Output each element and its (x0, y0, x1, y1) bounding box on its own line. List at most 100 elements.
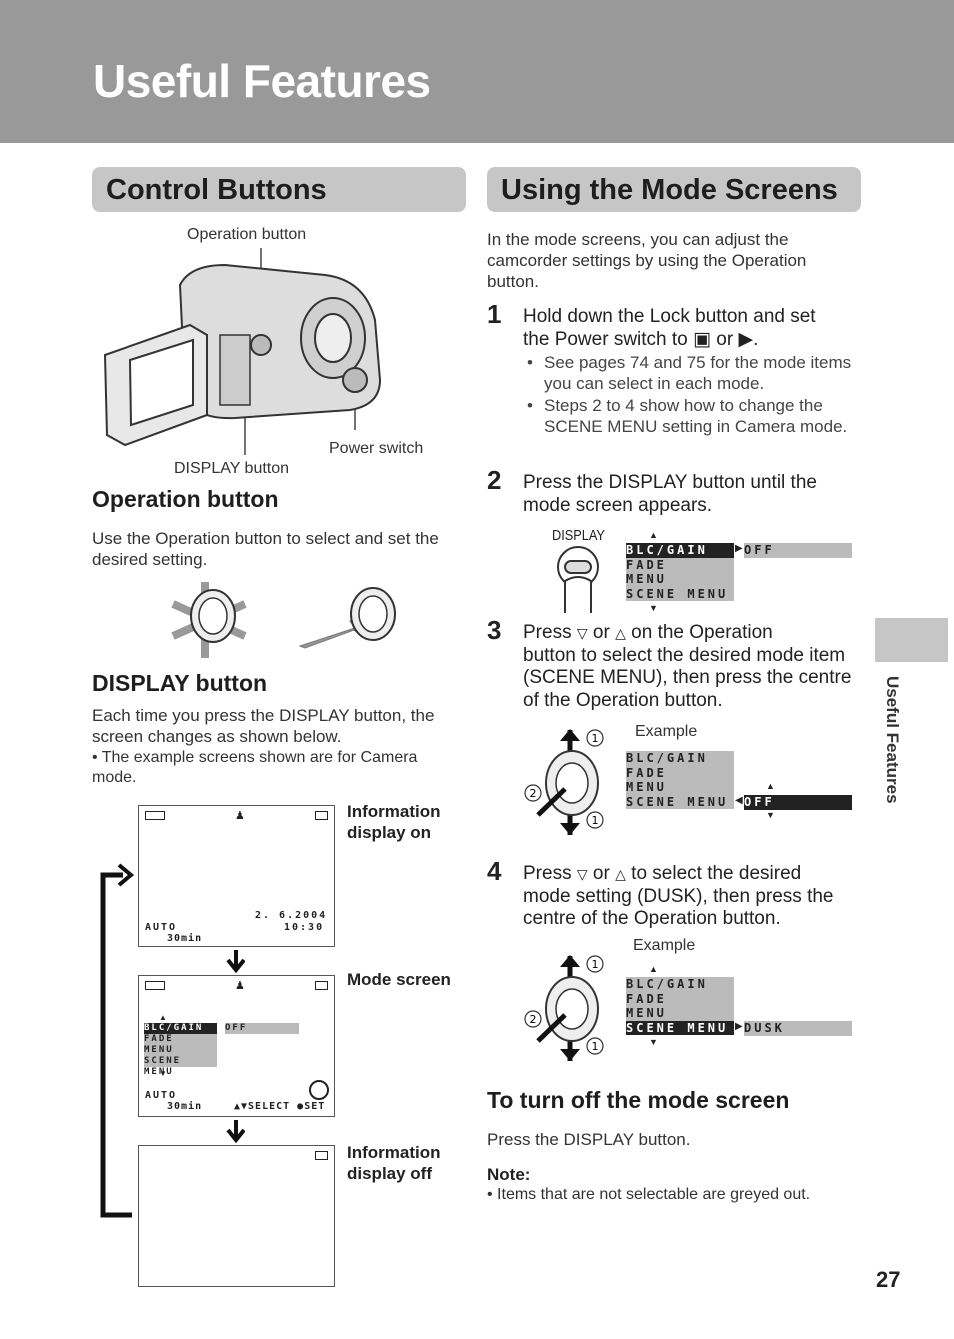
up-triangle-icon: △ (615, 625, 626, 641)
menu-item: SCENE MENU (626, 1020, 734, 1035)
page-title: Useful Features (93, 55, 431, 107)
step-1-bullets: •See pages 74 and 75 for the mode items … (527, 352, 857, 437)
mini-menu-value: OFF (225, 1023, 299, 1034)
step-1-line-a: Hold down the Lock button and set (523, 306, 816, 327)
or-text: or (592, 863, 610, 884)
menu-grey-block: FADE MENU SCENE MENU (626, 557, 734, 601)
mini-menu-item: BLC/GAIN (144, 1023, 217, 1034)
battery-icon (145, 981, 165, 990)
display-button-note: • The example screens shown are for Came… (92, 749, 418, 786)
screen-tape-time: 30min (167, 1101, 203, 1112)
down-triangle-icon: ▽ (576, 625, 588, 641)
menu-item: FADE (626, 557, 667, 572)
bullet-text: See pages 74 and 75 for the mode items y… (544, 353, 852, 393)
note-text: • Items that are not selectable are grey… (487, 1186, 811, 1203)
up-arrow-icon: ▲ (159, 1013, 167, 1022)
mini-menu-item: FADE (144, 1034, 174, 1044)
screen-cycle-arrow (100, 863, 245, 1218)
rest-text: to select the desired (631, 863, 802, 884)
playback-icon: ▶ (738, 328, 754, 350)
menu-item: BLC/GAIN (626, 543, 734, 558)
list-item: •Steps 2 to 4 show how to change the SCE… (527, 395, 857, 437)
display-button-text: Each time you press the DISPLAY button, … (92, 706, 435, 746)
rest-text: on the Operation (631, 622, 773, 643)
up-arrow-icon: ▲ (649, 964, 658, 974)
operation-press-illustration: 1 2 1 (524, 729, 604, 835)
menu-item: MENU (626, 1006, 667, 1020)
operation-button-text: Use the Operation button to select and s… (92, 529, 439, 569)
person-icon: ♟ (235, 810, 245, 822)
step-1-power-text: the Power switch to (523, 328, 688, 350)
list-item: •See pages 74 and 75 for the mode items … (527, 352, 857, 394)
step-4-line-1: Press ▽ or △ to select the desired (523, 863, 858, 886)
tape-icon (315, 811, 328, 820)
label-info-off: Information display off (347, 1143, 441, 1183)
menu-item: SCENE MENU (626, 794, 729, 809)
mode-intro: In the mode screens, you can adjust the … (487, 230, 807, 291)
operation-icon (309, 1080, 329, 1100)
svg-text:1: 1 (592, 732, 599, 745)
down-arrow-icon: ▼ (649, 1037, 658, 1047)
left-arrow-icon: ◀ (735, 795, 743, 806)
step-4-text: Press ▽ or △ to select the desired mode … (523, 863, 858, 931)
menu-item: FADE (626, 991, 667, 1006)
step-3-text: Press ▽ or △ on the Operation button to … (523, 622, 858, 712)
screen-auto: AUTO (145, 1090, 178, 1101)
up-arrow-icon: ▲ (649, 530, 658, 540)
step-1-or: or (716, 328, 734, 350)
person-icon: ♟ (235, 980, 245, 992)
screen-info-off (138, 1145, 335, 1287)
menu-grey-block: BLC/GAIN FADE MENU (626, 977, 734, 1021)
step-1-number: 1 (487, 299, 502, 329)
menu-step2: BLC/GAIN FADE MENU SCENE MENU (626, 543, 734, 601)
section-title: Using the Mode Screens (501, 174, 838, 206)
screen-time: 10:30 (284, 922, 325, 933)
control-buttons-header: Control Buttons (92, 167, 466, 212)
svg-text:2: 2 (530, 1013, 537, 1026)
menu-item: MENU (626, 780, 667, 794)
screen-mode: ♟ ▲ BLC/GAIN FADE MENU SCENE MENU ▼ OFF … (138, 975, 335, 1117)
menu-value: OFF (744, 543, 852, 558)
operation-press-illustration: 1 2 1 (524, 955, 604, 1061)
down-arrow-icon: ▼ (649, 603, 658, 613)
label-mode-screen: Mode screen (347, 970, 451, 989)
menu-grey-block: BLC/GAIN FADE MENU SCENE MENU (626, 751, 734, 809)
up-triangle-icon: △ (615, 866, 626, 882)
label-display-button: DISPLAY button (174, 460, 290, 477)
menu-item: BLC/GAIN (626, 751, 708, 765)
step-2-number: 2 (487, 465, 502, 495)
step-1-text: Hold down the Lock button and set the Po… (523, 306, 858, 351)
down-arrow-icon: ▼ (159, 1069, 167, 1078)
up-arrow-icon: ▲ (766, 781, 775, 791)
or-text: or (592, 622, 610, 643)
right-arrow-icon: ▶ (735, 1021, 743, 1032)
camcorder-illustration (103, 248, 382, 455)
down-triangle-icon: ▽ (576, 866, 588, 882)
step-4-number: 4 (487, 856, 502, 886)
menu-step4: BLC/GAIN FADE MENU SCENE MENU (626, 977, 734, 1035)
press-text: Press (523, 863, 572, 884)
note-heading: Note: (487, 1165, 531, 1184)
screen-select-set: ▲▼SELECT ●SET (234, 1101, 326, 1112)
step-4-line-2: mode setting (DUSK), then press the cent… (523, 885, 834, 930)
mini-menu-item: SCENE MENU (144, 1056, 182, 1077)
side-tab-label: Useful Features (883, 676, 902, 804)
down-arrow-icon: ▼ (766, 810, 775, 820)
operation-button-illustration (171, 582, 396, 658)
label-power-switch: Power switch (329, 440, 424, 457)
press-text: Press (523, 622, 572, 643)
display-button-press-illustration (557, 546, 599, 613)
mini-menu-item: MENU (144, 1045, 174, 1055)
step-3-number: 3 (487, 615, 502, 645)
example-label: Example (633, 937, 696, 954)
bullet-text: Steps 2 to 4 show how to change the SCEN… (544, 396, 848, 436)
tape-icon (315, 1151, 328, 1160)
menu-item: MENU (626, 572, 667, 586)
right-arrow-icon: ▶ (735, 543, 743, 554)
menu-value: OFF (744, 795, 852, 810)
menu-item: BLC/GAIN (626, 977, 708, 991)
mini-menu-block: FADE MENU SCENE MENU (144, 1034, 217, 1077)
screen-date: 2. 6.2004 (255, 910, 328, 921)
battery-icon (145, 811, 165, 820)
step-3-line-2: button to select the desired mode item (… (523, 644, 852, 711)
